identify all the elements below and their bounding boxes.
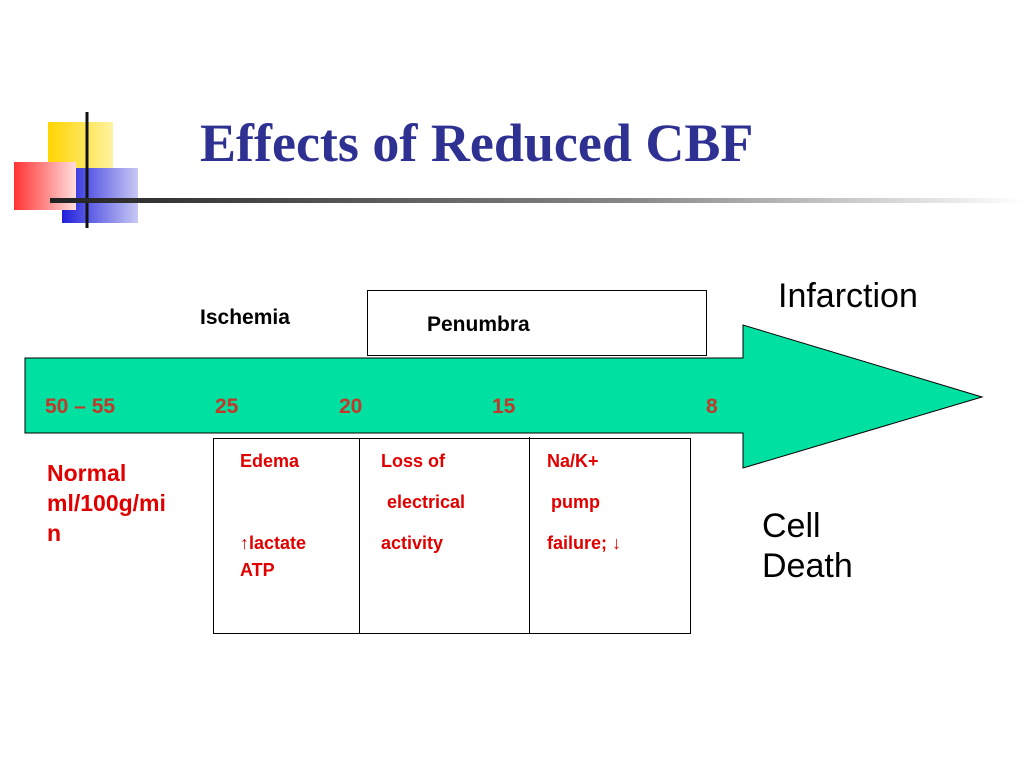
edema-text: Edema [240,451,300,471]
scale-value: 20 [339,395,363,418]
activity-text: activity [381,533,444,553]
electrical-text: electrical [387,492,466,512]
arrow-shape [24,324,984,469]
decorative-logo [14,112,1024,228]
cell-death-line: Death [762,547,853,585]
pump-text: pump [551,492,600,512]
penumbra-label: Penumbra [427,313,530,336]
scale-value: 25 [215,395,239,418]
normal-line: ml/100g/mi [47,490,166,516]
na-k-text: Na/K+ [547,451,599,471]
ischemia-label: Ischemia [200,306,290,329]
lactate-text: ↑lactate [240,533,307,553]
cell-death-line: Cell [762,507,821,545]
failure-text: failure; ↓ [547,533,622,553]
loss-of-text: Loss of [381,451,446,471]
normal-label: Normal ml/100g/mi n [47,458,207,548]
scale-value: 50 – 55 [45,395,116,418]
column-divider [359,439,360,633]
scale-value: 8 [706,395,718,418]
title-underline [50,198,1024,203]
effects-table [213,437,691,634]
cell-death-label: Cell Death [762,506,853,586]
column-divider [529,437,530,633]
page-title: Effects of Reduced CBF [200,113,754,173]
normal-line: Normal [47,460,127,486]
infarction-label: Infarction [778,277,918,315]
scale-value: 15 [492,395,516,418]
normal-line: n [47,520,62,546]
penumbra-box [367,290,707,356]
atp-text: ATP [240,560,275,580]
